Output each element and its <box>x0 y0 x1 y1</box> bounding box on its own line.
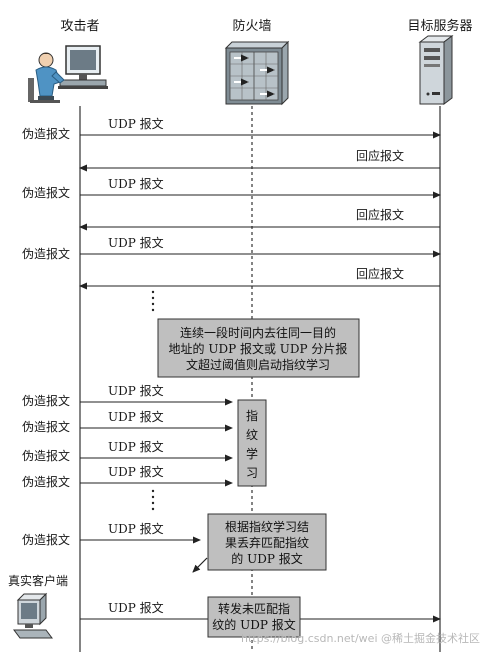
udp-label-1: UDP 报文 <box>108 116 164 131</box>
forged-label-8: 伪造报文 <box>22 532 70 547</box>
learning-char-2: 纹 <box>246 428 258 442</box>
drop-box: 根据指纹学习结 果丢弃匹配指纹 的 UDP 报文 <box>207 513 327 571</box>
udp-label-5: UDP 报文 <box>108 409 164 424</box>
learning-box: 指 纹 学 习 <box>237 399 267 487</box>
forged-label-4: 伪造报文 <box>22 393 70 408</box>
forward-text-2: 纹的 UDP 报文 <box>212 617 295 632</box>
threshold-text-1: 连续一段时间内去往同一目的 <box>180 325 336 340</box>
firewall-title: 防火墙 <box>232 18 271 34</box>
forged-label-1: 伪造报文 <box>22 126 70 141</box>
udp-label-7: UDP 报文 <box>108 464 164 479</box>
udp-label-6: UDP 报文 <box>108 439 164 454</box>
forged-label-2: 伪造报文 <box>22 185 70 200</box>
response-label-3: 回应报文 <box>356 266 404 281</box>
forged-label-6: 伪造报文 <box>22 448 70 463</box>
drop-text-3: 的 UDP 报文 <box>231 551 302 566</box>
drop-text-2: 果丢弃匹配指纹 <box>225 535 309 550</box>
drop-text-1: 根据指纹学习结 <box>225 519 309 534</box>
response-label-2: 回应报文 <box>356 207 404 222</box>
learning-char-1: 指 <box>246 408 258 423</box>
forged-label-5: 伪造报文 <box>22 419 70 434</box>
udp-label-9: UDP 报文 <box>108 600 164 615</box>
drop-arrow <box>192 557 208 573</box>
response-label-1: 回应报文 <box>356 148 404 163</box>
forward-box: 转发未匹配指 纹的 UDP 报文 <box>207 596 301 638</box>
threshold-box: 连续一段时间内去往同一目的 地址的 UDP 报文或 UDP 分片报 文超过阈值则… <box>157 318 360 378</box>
forged-label-7: 伪造报文 <box>22 474 70 489</box>
real-client-computer-icon <box>13 592 53 639</box>
threshold-text-2: 地址的 UDP 报文或 UDP 分片报 <box>169 341 348 356</box>
continuation-dots-1 <box>151 290 155 312</box>
continuation-dots-2 <box>151 489 155 511</box>
attacker-computer-icon <box>28 45 108 103</box>
firewall-icon <box>224 40 290 106</box>
udp-label-8: UDP 报文 <box>108 521 164 536</box>
learning-char-3: 学 <box>246 446 258 461</box>
real-client-title: 真实客户端 <box>8 573 68 588</box>
threshold-text-3: 文超过阈值则启动指纹学习 <box>186 357 330 372</box>
forward-text-1: 转发未匹配指 <box>218 601 290 616</box>
udp-label-3: UDP 报文 <box>108 235 164 250</box>
forged-label-3: 伪造报文 <box>22 246 70 261</box>
watermark: https://blog.csdn.net/wei @稀土掘金技术社区 <box>241 631 480 645</box>
server-icon <box>418 35 454 105</box>
learning-char-4: 习 <box>246 466 258 480</box>
udp-label-4: UDP 报文 <box>108 383 164 398</box>
udp-label-2: UDP 报文 <box>108 176 164 191</box>
attacker-title: 攻击者 <box>60 19 99 34</box>
server-title: 目标服务器 <box>407 18 472 34</box>
